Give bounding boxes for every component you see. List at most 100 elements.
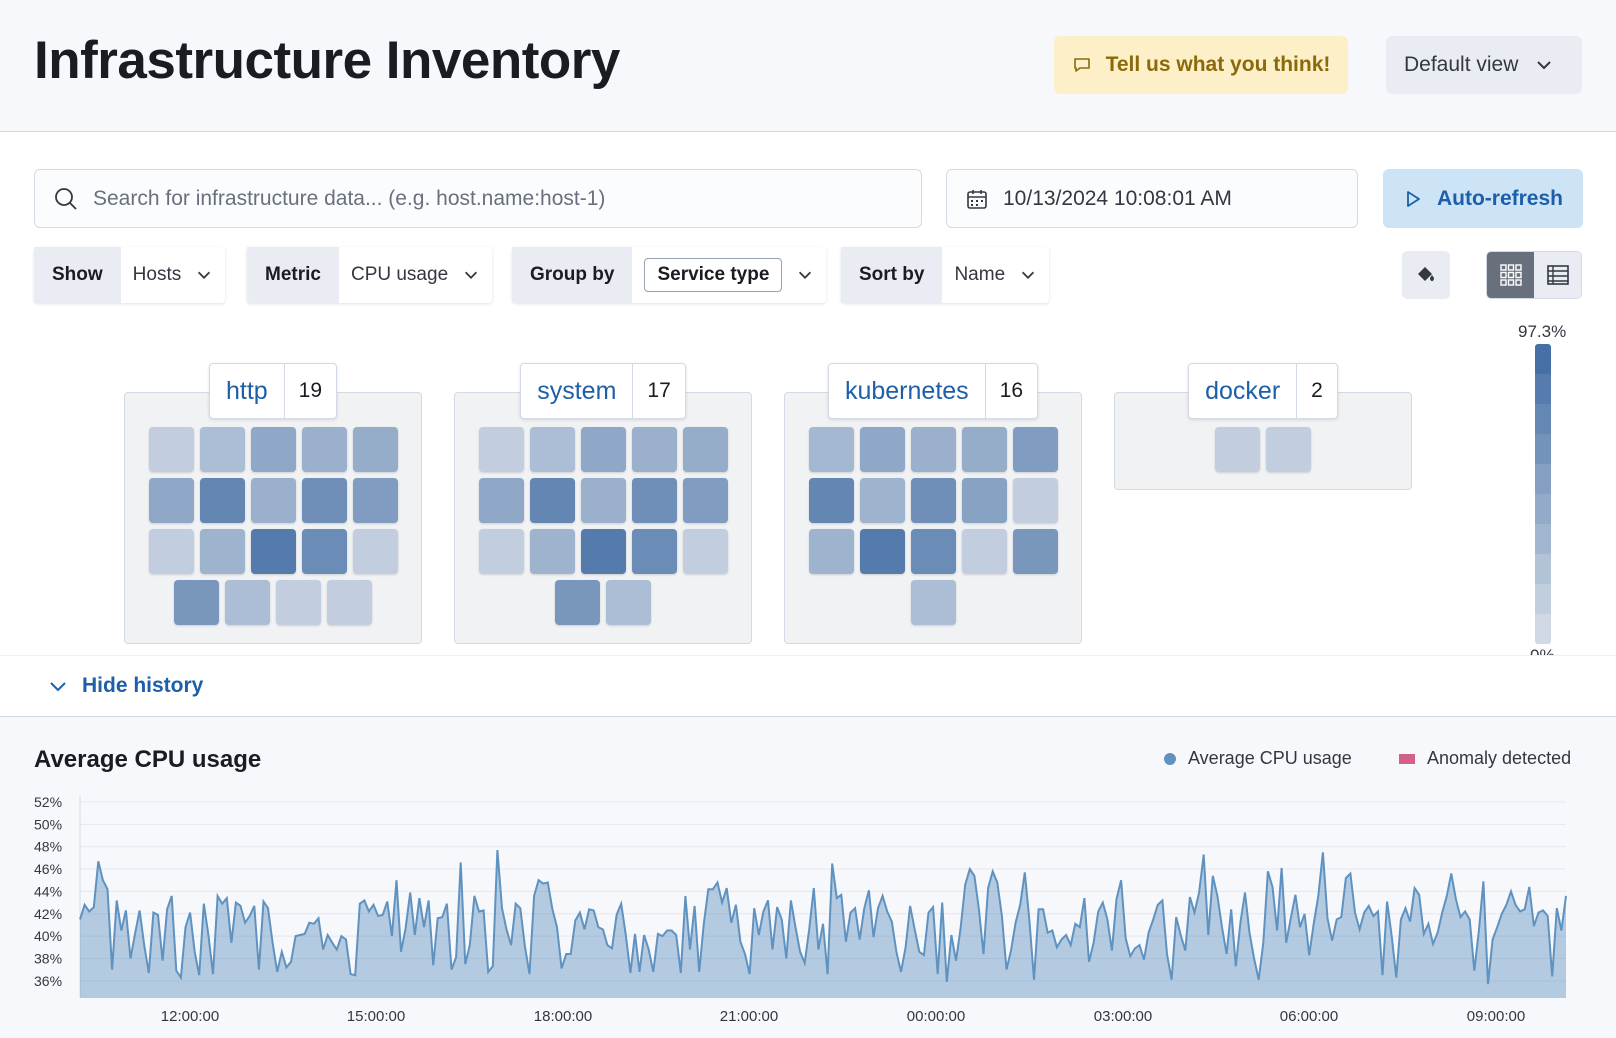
group-name[interactable]: http bbox=[210, 364, 285, 418]
host-tile[interactable] bbox=[148, 427, 194, 472]
search-input[interactable] bbox=[93, 186, 893, 211]
host-tile[interactable] bbox=[352, 529, 398, 574]
host-tile[interactable] bbox=[555, 580, 600, 625]
host-tile[interactable] bbox=[1012, 529, 1058, 574]
x-tick-label: 09:00:00 bbox=[1467, 1008, 1525, 1025]
table-view-button[interactable] bbox=[1534, 252, 1581, 298]
host-tile[interactable] bbox=[606, 580, 651, 625]
host-tile[interactable] bbox=[682, 427, 728, 472]
host-tile[interactable] bbox=[301, 478, 347, 523]
host-tile[interactable] bbox=[910, 478, 956, 523]
hide-history-label: Hide history bbox=[82, 674, 204, 697]
host-tile[interactable] bbox=[961, 427, 1007, 472]
host-tile[interactable] bbox=[580, 529, 626, 574]
auto-refresh-button[interactable]: Auto-refresh bbox=[1383, 169, 1583, 228]
host-tile[interactable] bbox=[225, 580, 270, 625]
y-tick-label: 40% bbox=[34, 928, 62, 944]
feedback-button[interactable]: Tell us what you think! bbox=[1054, 36, 1348, 94]
groupby-dropdown[interactable]: Service type bbox=[632, 247, 826, 303]
host-tile[interactable] bbox=[352, 427, 398, 472]
chevron-down-icon bbox=[1537, 61, 1552, 70]
host-tile[interactable] bbox=[250, 478, 296, 523]
host-tile[interactable] bbox=[631, 529, 677, 574]
hide-history-toggle[interactable]: Hide history bbox=[0, 655, 1616, 717]
x-tick-label: 15:00:00 bbox=[347, 1008, 405, 1025]
host-tile[interactable] bbox=[478, 478, 524, 523]
metric-selector[interactable]: Metric CPU usage bbox=[247, 247, 493, 303]
group-name[interactable]: system bbox=[521, 364, 634, 418]
host-tile[interactable] bbox=[529, 427, 575, 472]
host-tile[interactable] bbox=[276, 580, 321, 625]
host-tile[interactable] bbox=[478, 529, 524, 574]
saved-view-selector[interactable]: Default view bbox=[1386, 36, 1582, 94]
host-tile[interactable] bbox=[631, 478, 677, 523]
host-tile[interactable] bbox=[808, 427, 854, 472]
host-tile[interactable] bbox=[859, 529, 905, 574]
chevron-down-icon bbox=[799, 271, 812, 279]
groupby-pill[interactable]: Service type bbox=[644, 258, 783, 292]
show-dropdown[interactable]: Hosts bbox=[121, 247, 226, 303]
host-tile[interactable] bbox=[1012, 427, 1058, 472]
legend-average-cpu[interactable]: Average CPU usage bbox=[1164, 748, 1352, 769]
x-tick-label: 21:00:00 bbox=[720, 1008, 778, 1025]
date-picker[interactable]: 10/13/2024 10:08:01 AM bbox=[946, 169, 1358, 228]
host-tile[interactable] bbox=[580, 427, 626, 472]
map-view-button[interactable] bbox=[1487, 252, 1534, 298]
host-tile[interactable] bbox=[961, 529, 1007, 574]
host-tile[interactable] bbox=[352, 478, 398, 523]
host-tile[interactable] bbox=[529, 529, 575, 574]
host-tile[interactable] bbox=[301, 427, 347, 472]
host-tile[interactable] bbox=[910, 580, 956, 625]
host-tile[interactable] bbox=[682, 478, 728, 523]
x-tick-label: 03:00:00 bbox=[1094, 1008, 1152, 1025]
group-name[interactable]: docker bbox=[1189, 364, 1298, 418]
host-tile[interactable] bbox=[910, 427, 956, 472]
legend-step bbox=[1535, 404, 1551, 434]
host-tile[interactable] bbox=[808, 529, 854, 574]
host-tile[interactable] bbox=[1266, 427, 1311, 472]
host-tile[interactable] bbox=[301, 529, 347, 574]
metric-dropdown[interactable]: CPU usage bbox=[339, 247, 492, 303]
host-tile[interactable] bbox=[631, 427, 677, 472]
group-name[interactable]: kubernetes bbox=[829, 364, 986, 418]
host-tile[interactable] bbox=[910, 529, 956, 574]
sortby-dropdown[interactable]: Name bbox=[942, 247, 1049, 303]
search-bar[interactable] bbox=[34, 169, 922, 228]
groupby-selector[interactable]: Group by Service type bbox=[512, 247, 827, 303]
host-tile[interactable] bbox=[529, 478, 575, 523]
host-tile[interactable] bbox=[199, 529, 245, 574]
host-tile[interactable] bbox=[478, 427, 524, 472]
palette-button[interactable] bbox=[1402, 251, 1450, 299]
table-icon bbox=[1546, 265, 1569, 285]
host-tile[interactable] bbox=[174, 580, 219, 625]
host-tile[interactable] bbox=[859, 478, 905, 523]
host-tile[interactable] bbox=[250, 529, 296, 574]
host-tile[interactable] bbox=[808, 478, 854, 523]
legend-anomaly[interactable]: Anomaly detected bbox=[1399, 748, 1571, 769]
feedback-label: Tell us what you think! bbox=[1105, 53, 1331, 76]
chevron-down-icon bbox=[198, 271, 211, 279]
host-tile[interactable] bbox=[148, 529, 194, 574]
show-label: Show bbox=[34, 247, 121, 303]
view-toggle[interactable] bbox=[1486, 251, 1582, 299]
show-value: Hosts bbox=[132, 264, 182, 285]
host-tile[interactable] bbox=[199, 427, 245, 472]
group-count: 17 bbox=[647, 379, 671, 402]
host-tile[interactable] bbox=[1215, 427, 1260, 472]
host-tile[interactable] bbox=[1012, 478, 1058, 523]
host-tile[interactable] bbox=[250, 427, 296, 472]
group-tag-system[interactable]: system 17 bbox=[520, 363, 686, 419]
host-tile[interactable] bbox=[580, 478, 626, 523]
host-tile[interactable] bbox=[682, 529, 728, 574]
host-tile[interactable] bbox=[327, 580, 372, 625]
show-selector[interactable]: Show Hosts bbox=[34, 247, 226, 303]
legend-step bbox=[1535, 494, 1551, 524]
host-tile[interactable] bbox=[199, 478, 245, 523]
host-tile[interactable] bbox=[961, 478, 1007, 523]
host-tile[interactable] bbox=[148, 478, 194, 523]
host-tile[interactable] bbox=[859, 427, 905, 472]
sortby-selector[interactable]: Sort by Name bbox=[841, 247, 1050, 303]
